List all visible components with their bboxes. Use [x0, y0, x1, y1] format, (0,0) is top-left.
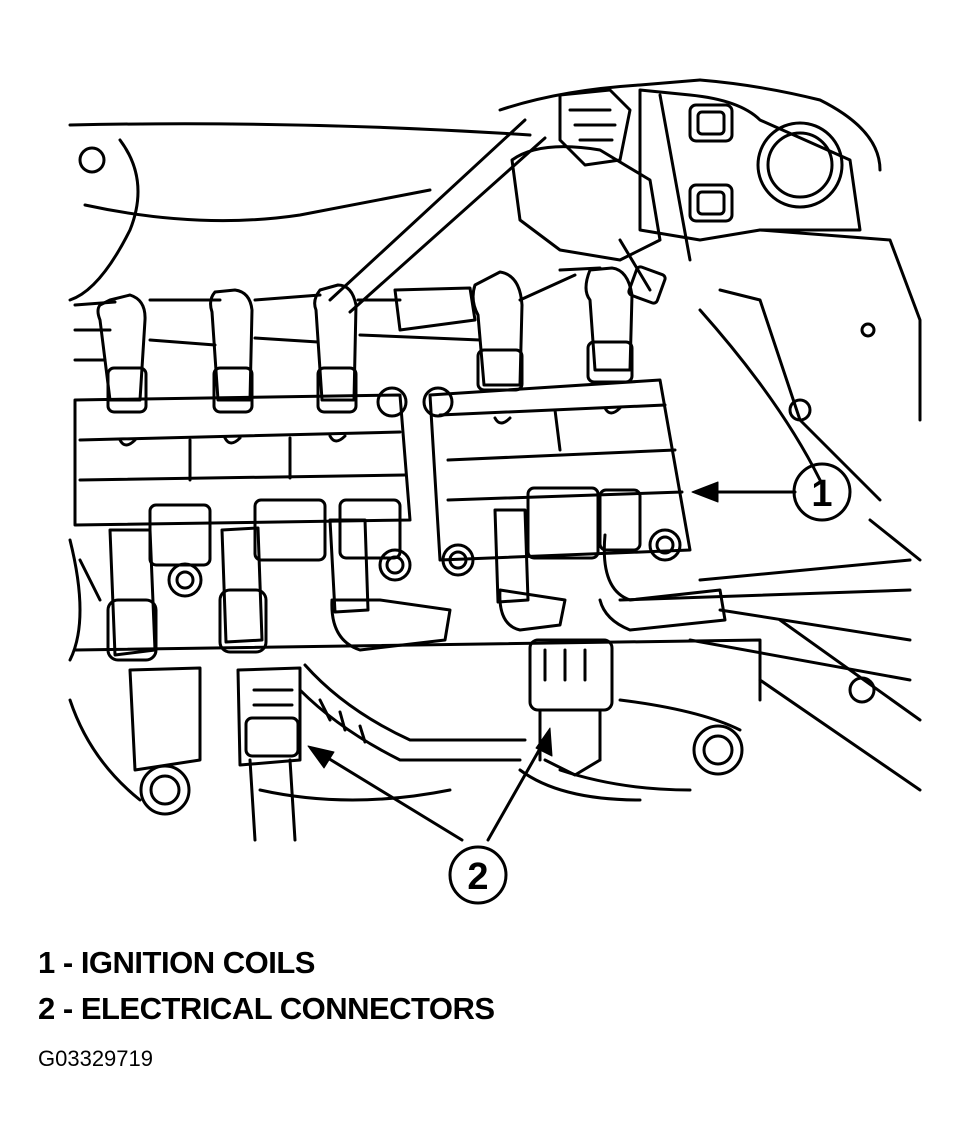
electrical-connector-right	[518, 638, 692, 802]
legend-item: 1 - IGNITION COILS	[38, 940, 918, 986]
callout-1-circle	[792, 462, 852, 522]
engine-illustration: 1 2	[68, 78, 922, 905]
callout-2: 2	[307, 727, 553, 905]
legend-number: 1	[38, 945, 55, 980]
figure-id: G03329719	[38, 1046, 153, 1071]
callout-2-number: 2	[467, 856, 488, 898]
callout-1: 1	[691, 462, 852, 522]
legend-item: 2 - ELECTRICAL CONNECTORS	[38, 986, 918, 1032]
callout-2-leader-a	[316, 750, 464, 842]
spark-plug-wires-left	[73, 283, 482, 414]
callout-1-arrowhead	[691, 481, 719, 503]
engine-background	[68, 78, 922, 802]
electrical-connector-left	[236, 663, 527, 842]
mounting-bracket	[510, 88, 862, 305]
callout-2-arrowhead-a	[307, 745, 335, 769]
engine-block-lower	[73, 638, 762, 816]
callout-2-arrowhead-b	[535, 727, 553, 757]
legend-separator: -	[54, 945, 81, 980]
callout-2-leader-b	[486, 736, 548, 842]
legend-text: ELECTRICAL CONNECTORS	[80, 991, 495, 1026]
lower-plug-boots	[106, 508, 912, 682]
fuel-rail	[328, 118, 547, 314]
callout-2-circle	[448, 845, 508, 905]
ignition-coil-pack-left	[73, 386, 412, 598]
legend: 1 - IGNITION COILS 2 - ELECTRICAL CONNEC…	[38, 940, 918, 1032]
legend-separator: -	[54, 991, 81, 1026]
callout-1-number: 1	[811, 473, 832, 515]
spark-plug-wires-right	[471, 266, 634, 392]
legend-number: 2	[38, 991, 55, 1026]
ignition-coil-pack-right	[422, 378, 692, 577]
legend-text: IGNITION COILS	[80, 945, 316, 980]
